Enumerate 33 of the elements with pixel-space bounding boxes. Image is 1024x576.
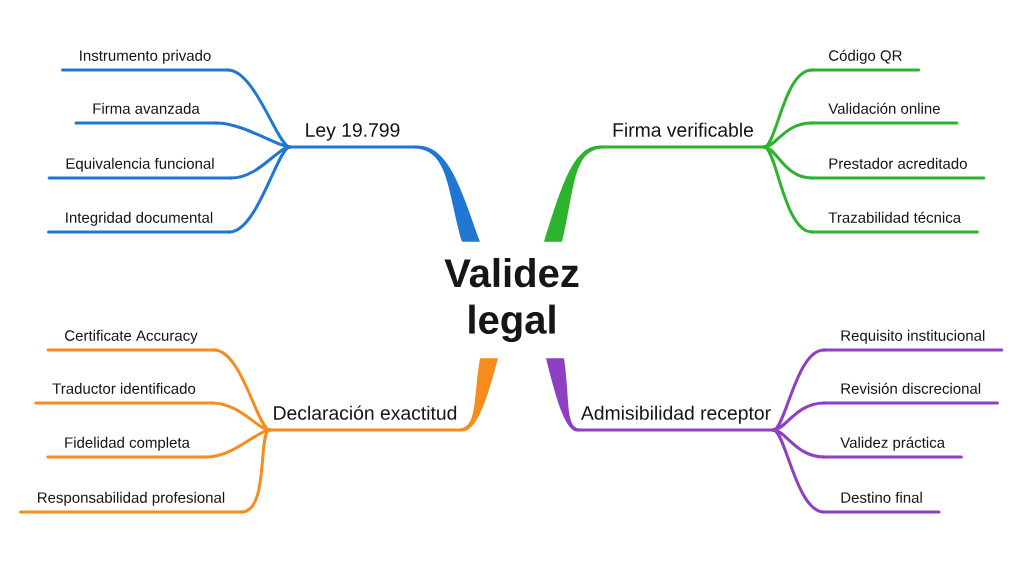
tapered-branch xyxy=(544,145,602,242)
branch-line xyxy=(771,401,826,432)
branch-topic: Admisibilidad receptor xyxy=(577,405,775,432)
leaf-topic: Certificate Accuracy xyxy=(46,329,216,352)
leaf-topic: Firma avanzada xyxy=(74,102,218,125)
tapered-branch xyxy=(546,358,579,432)
tapered-branch xyxy=(415,145,480,242)
leaf-topic: Código QR xyxy=(810,49,921,72)
leaf-topic: Fidelidad completa xyxy=(46,436,208,459)
branch-line xyxy=(762,145,814,234)
tapered-branch xyxy=(460,358,498,432)
leaf-topic: Trazabilidad técnica xyxy=(810,211,979,234)
leaf-topic: Integridad documental xyxy=(47,211,231,234)
leaf-topic: Validez práctica xyxy=(822,436,963,459)
leaf-topic: Requisito institucional xyxy=(822,329,1004,352)
branch-topic: Firma verificable xyxy=(600,122,766,149)
leaf-topic: Equivalencia funcional xyxy=(47,157,233,180)
branch-line xyxy=(240,428,272,514)
leaf-topic: Prestador acreditado xyxy=(810,157,986,180)
leaf-topic: Instrumento privado xyxy=(60,49,230,72)
leaf-topic: Responsabilidad profesional xyxy=(19,491,243,514)
leaf-topic: Revisión discrecional xyxy=(822,382,999,405)
leaf-topic: Validación online xyxy=(810,102,959,125)
leaf-topic: Traductor identificado xyxy=(34,382,214,405)
branch-topic: Declaración exactitud xyxy=(268,405,462,432)
central-topic: Validez legal xyxy=(444,257,579,343)
leaf-topic: Destino final xyxy=(822,491,941,514)
branch-line xyxy=(210,401,272,432)
branch-line xyxy=(762,121,814,149)
branch-line xyxy=(228,145,292,234)
branch-line xyxy=(771,428,826,514)
branch-topic: Ley 19.799 xyxy=(288,123,417,149)
branch-line xyxy=(214,121,292,149)
